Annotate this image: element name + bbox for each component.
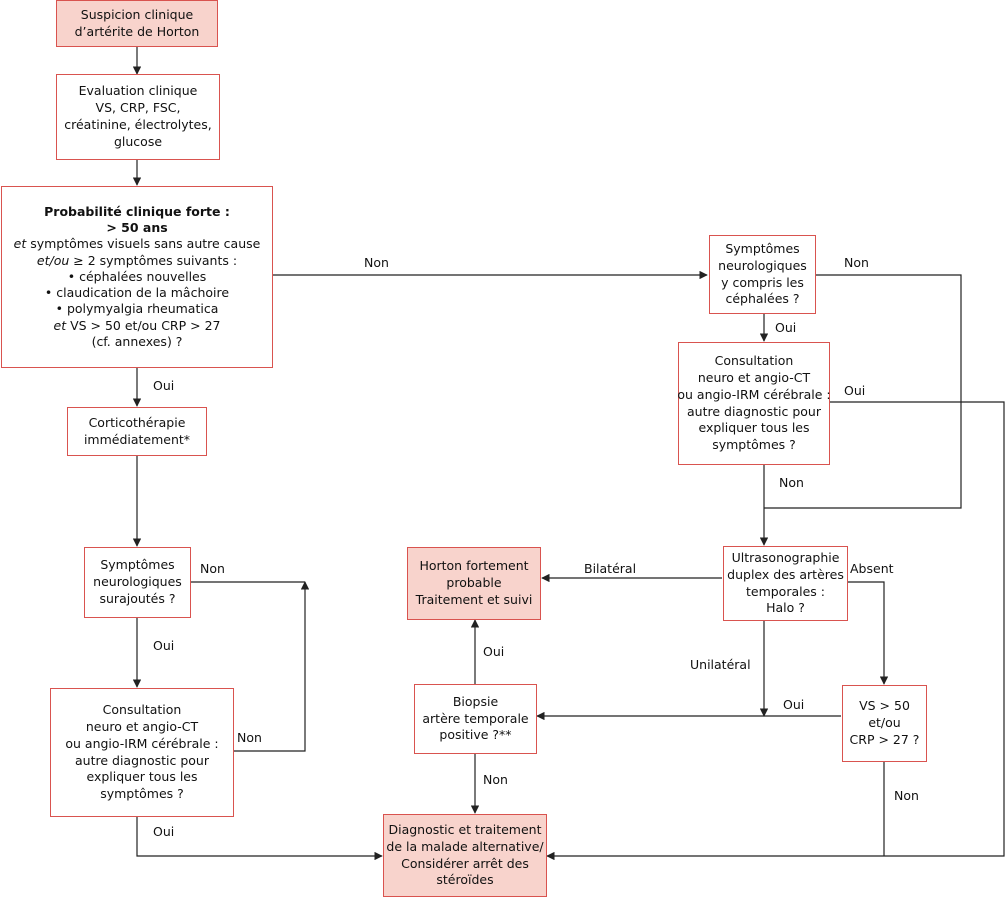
node-ultra-line: Ultrasonographie: [731, 549, 840, 565]
node-evaluation-line: Evaluation clinique: [78, 83, 198, 99]
node-biopsie: Biopsie artère temporale positive ?**: [414, 684, 537, 754]
node-biopsie-line: positive ?**: [439, 727, 512, 743]
node-consultright-line: Consultation: [714, 352, 794, 368]
node-suspicion: Suspicion clinique d’artérite de Horton: [56, 0, 218, 47]
node-suspicion-line: Suspicion clinique: [80, 6, 194, 22]
node-sympt-surajoutes: Symptômes neurologiques surajoutés ?: [84, 547, 191, 618]
node-symptneuro-line: neurologiques: [718, 257, 807, 273]
arrow-consultright-oui: [546, 401, 1005, 861]
prob-bullet: • claudication de la mâchoire: [44, 285, 230, 301]
label-oui-sympt-neuro: Oui: [775, 320, 797, 335]
node-vs-line: CRP > 27 ?: [849, 731, 920, 747]
label-oui-sympt-sur: Oui: [153, 638, 175, 653]
node-symptneuro-line: Symptômes: [725, 240, 800, 256]
arrow-ultra-vs: [848, 581, 889, 685]
prob-title-text: Probabilité clinique forte :: [44, 203, 230, 219]
arrow-consultleft-non: [234, 581, 310, 752]
label-unilateral: Unilatéral: [690, 657, 751, 672]
node-consultright-line: neuro et angio-CT: [697, 369, 811, 385]
label-oui-biopsie: Oui: [483, 644, 505, 659]
node-horton: Horton fortement probable Traitement et …: [407, 547, 541, 620]
node-symptsur-line: Symptômes: [100, 557, 175, 573]
label-oui-probabilite: Oui: [153, 378, 175, 393]
node-symptsur-line: surajoutés ?: [99, 590, 176, 606]
node-horton-line: Traitement et suivi: [415, 591, 533, 607]
node-consultright-line: ou angio-IRM cérébrale :: [677, 386, 831, 402]
node-vs: VS > 50 et/ou CRP > 27 ?: [842, 685, 927, 762]
label-oui-consult-right: Oui: [844, 383, 866, 398]
node-horton-line: Horton fortement: [419, 558, 529, 574]
node-consultright-line: autre diagnostic pour: [687, 403, 821, 419]
arrow-symptneuro-non: [764, 274, 962, 509]
prob-line1-text: symptômes visuels sans autre cause: [26, 236, 261, 252]
label-non-probabilite: Non: [364, 255, 389, 270]
node-consultleft-line: autre diagnostic pour: [75, 752, 209, 768]
node-cortico-line: Corticothérapie: [88, 414, 186, 430]
node-ultra-line: temporales :: [745, 583, 825, 599]
label-absent: Absent: [850, 561, 894, 576]
prob-line2: et/ou ≥ 2 symptômes suivants :: [37, 253, 237, 269]
node-ultrasonographie: Ultrasonographie duplex des artères temp…: [723, 546, 848, 621]
prob-line1-em: et: [13, 236, 27, 252]
node-suspicion-line: d’artérite de Horton: [74, 23, 200, 39]
node-biopsie-line: Biopsie: [452, 693, 499, 709]
node-symptsur-line: neurologiques: [93, 574, 182, 590]
node-consultleft-line: symptômes ?: [100, 786, 184, 802]
node-cortico: Corticothérapie immédiatement*: [67, 407, 207, 456]
node-diagnostic-line: stéroïdes: [436, 872, 494, 888]
node-consultleft-line: Consultation: [102, 701, 182, 717]
label-non-consult-left: Non: [237, 730, 262, 745]
label-non-consult-right: Non: [779, 475, 804, 490]
label-oui-vs: Oui: [783, 697, 805, 712]
node-diagnostic: Diagnostic et traitement de la malade al…: [383, 814, 547, 897]
node-consultleft-line: neuro et angio-CT: [85, 718, 199, 734]
node-consult-right: Consultation neuro et angio-CT ou angio-…: [677, 342, 831, 465]
prob-age: > 50 ans: [106, 220, 167, 236]
node-biopsie-line: artère temporale: [422, 710, 529, 726]
prob-line3: et VS > 50 et/ou CRP > 27: [54, 318, 221, 334]
prob-line4: (cf. annexes) ?: [91, 333, 183, 349]
node-diagnostic-line: Considérer arrêt des: [401, 855, 529, 871]
prob-age-text: > 50 ans: [106, 220, 168, 236]
node-consultleft-line: ou angio-IRM cérébrale :: [65, 735, 219, 751]
node-probabilite: Probabilité clinique forte : > 50 ans et…: [1, 186, 273, 368]
node-consultleft-line: expliquer tous les: [86, 769, 198, 785]
node-consultright-line: symptômes ?: [712, 437, 796, 453]
node-diagnostic-line: Diagnostic et traitement: [388, 821, 542, 837]
node-consultright-line: expliquer tous les: [698, 420, 810, 436]
node-cortico-line: immédiatement*: [83, 431, 191, 447]
prob-title: Probabilité clinique forte :: [44, 204, 230, 220]
label-non-vs: Non: [894, 788, 919, 803]
prob-line2-text: ≥ 2 symptômes suivants :: [69, 252, 238, 268]
node-sympt-neuro: Symptômes neurologiques y compris les cé…: [709, 235, 816, 314]
prob-line1: et symptômes visuels sans autre cause: [14, 236, 261, 252]
node-symptneuro-line: céphalées ?: [725, 291, 800, 307]
prob-bullet: • polymyalgia rheumatica: [55, 301, 219, 317]
node-diagnostic-line: de la malade alternative/: [386, 838, 544, 854]
node-consult-left: Consultation neuro et angio-CT ou angio-…: [50, 688, 234, 817]
node-horton-line: probable: [446, 575, 502, 591]
label-non-sympt-neuro: Non: [844, 255, 869, 270]
prob-line3-text: VS > 50 et/ou CRP > 27: [66, 317, 221, 333]
label-non-biopsie: Non: [483, 772, 508, 787]
node-symptneuro-line: y compris les: [721, 274, 804, 290]
label-oui-consult-left: Oui: [153, 824, 175, 839]
node-evaluation-line: glucose: [113, 133, 163, 149]
node-evaluation-line: créatinine, électrolytes,: [64, 117, 212, 132]
node-vs-line: VS > 50: [859, 698, 910, 714]
node-ultra-line: duplex des artères: [727, 566, 844, 582]
node-ultra-line: Halo ?: [766, 600, 805, 616]
prob-line3-em: et: [53, 317, 67, 333]
label-non-sympt-sur: Non: [200, 561, 225, 576]
node-evaluation-line: VS, CRP, FSC,: [95, 100, 181, 116]
arrow-consultleft-diagnostic: [136, 817, 383, 861]
label-bilateral: Bilatéral: [584, 561, 637, 576]
prob-bullet: • céphalées nouvelles: [67, 268, 207, 284]
node-vs-line: et/ou: [868, 715, 901, 731]
prob-line2-em: et/ou: [36, 252, 70, 268]
node-evaluation: Evaluation clinique VS, CRP, FSC, créati…: [56, 74, 220, 160]
